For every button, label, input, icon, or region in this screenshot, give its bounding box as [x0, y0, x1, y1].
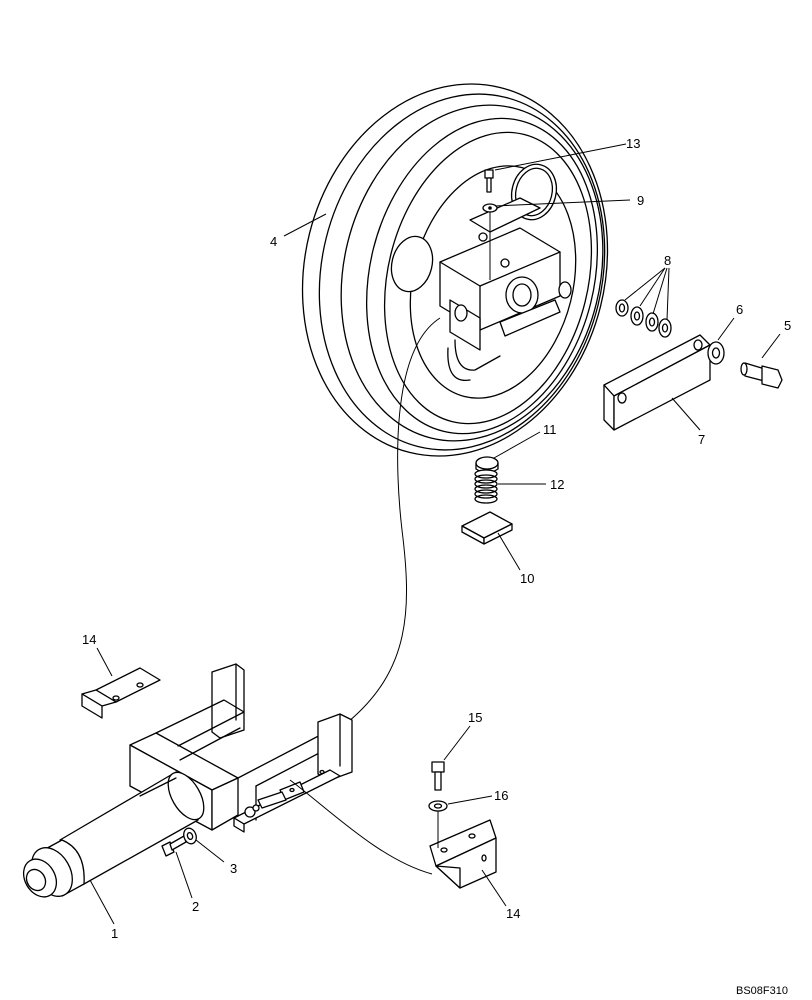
callout-labels: 1 2 3 4 5 6 7 8 9 10 11 12 13 14 14 15 1…: [82, 136, 791, 941]
callout-5: 5: [784, 318, 791, 333]
callout-12: 12: [550, 477, 564, 492]
callout-8: 8: [664, 253, 671, 268]
callout-14-lower: 14: [506, 906, 520, 921]
callout-11: 11: [543, 422, 557, 437]
drawing-code: BS08F310: [736, 985, 788, 997]
callout-14-upper: 14: [82, 632, 96, 647]
callout-3: 3: [230, 861, 237, 876]
cylinder-1: [22, 771, 205, 898]
bearing-bracket: [439, 197, 572, 382]
washer-3: [183, 827, 197, 845]
callout-2: 2: [192, 899, 199, 914]
shims-8: [615, 299, 672, 338]
bolt-15: [431, 761, 445, 791]
assembly-line: [347, 317, 441, 723]
callout-4: 4: [270, 234, 277, 249]
callout-7: 7: [698, 432, 705, 447]
callout-6: 6: [736, 302, 743, 317]
plate-7: [603, 334, 711, 431]
callout-16: 16: [494, 788, 508, 803]
callout-15: 15: [468, 710, 482, 725]
bracket-14-lower: [429, 819, 497, 889]
cap-11: [475, 456, 499, 474]
bracket-14-upper: [81, 667, 161, 719]
bolt-2: [161, 835, 187, 857]
leader-lines: [89, 143, 781, 925]
pad-10: [461, 511, 513, 545]
washer-6: [707, 341, 725, 365]
spring-12: [474, 469, 498, 504]
callout-9: 9: [637, 193, 644, 208]
bolt-13: [484, 169, 494, 193]
callout-1: 1: [111, 926, 118, 941]
bolt-5: [740, 362, 783, 389]
assembly-line-lower: [289, 779, 433, 875]
callout-10: 10: [520, 571, 534, 586]
washer-16: [428, 800, 448, 848]
callout-13: 13: [626, 136, 640, 151]
